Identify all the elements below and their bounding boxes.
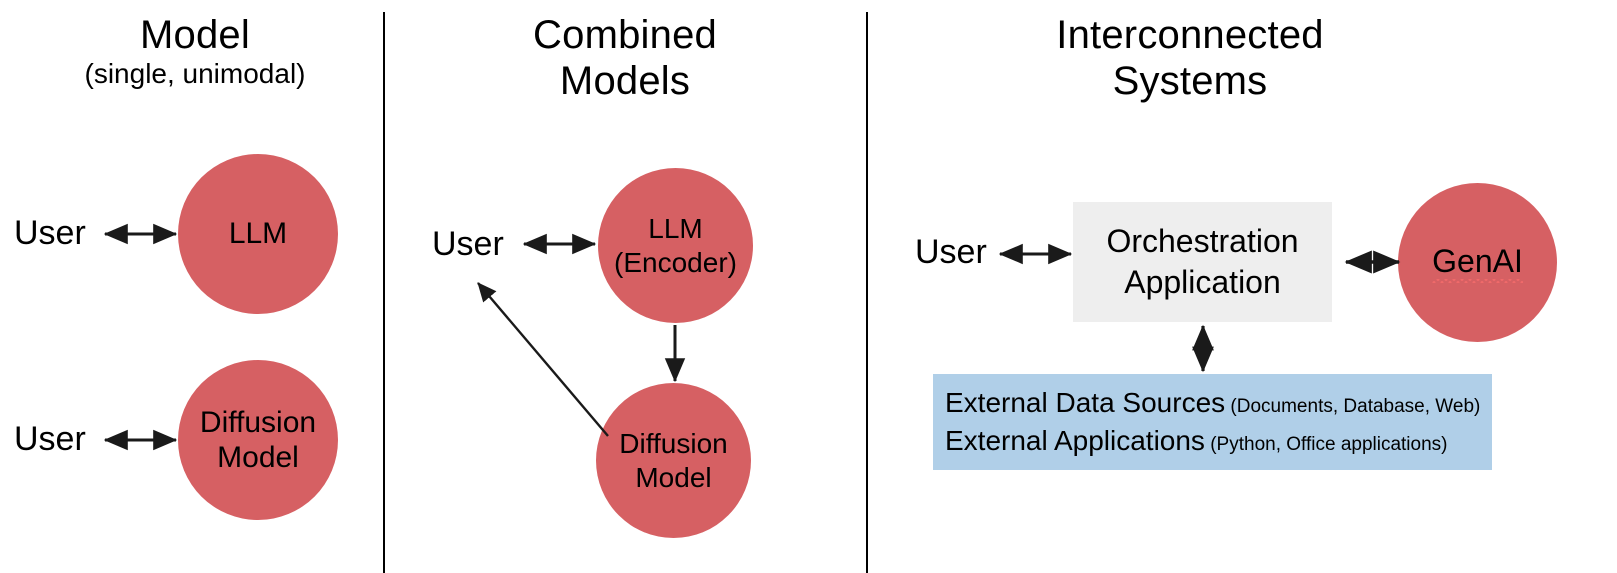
external-applications-detail: (Python, Office applications)	[1210, 434, 1448, 455]
node-genai-label: GenAI	[1432, 243, 1523, 284]
column-header-combined: Combined Models	[400, 12, 850, 104]
node-llm-encoder-label: LLM (Encoder)	[614, 213, 737, 278]
external-applications-title: External Applications	[945, 425, 1205, 456]
column-header-interconnected-title: Interconnected	[1056, 13, 1324, 57]
user-label-combined: User	[432, 225, 504, 263]
node-diffusion-combined: Diffusion Model	[596, 383, 751, 538]
node-llm-single: LLM	[178, 154, 338, 314]
external-row-applications: External Applications (Python, Office ap…	[945, 422, 1492, 460]
external-data-sources-title: External Data Sources	[945, 387, 1226, 419]
user-label-diffusion-single: User	[14, 420, 86, 458]
node-llm-single-label: LLM	[228, 217, 288, 251]
node-orchestration-application: Orchestration Application	[1073, 202, 1332, 322]
node-llm-encoder: LLM (Encoder)	[598, 168, 753, 323]
column-divider-2	[866, 12, 868, 573]
external-resources-box: External Data Sources (Documents, Databa…	[933, 374, 1492, 470]
node-orchestration-label-line2: Application	[1124, 264, 1281, 300]
column-header-model: Model (single, unimodal)	[20, 12, 370, 90]
column-header-model-title: Model	[140, 13, 250, 57]
column-header-interconnected: Interconnected Systems	[880, 12, 1500, 104]
user-label-llm-single: User	[14, 214, 86, 252]
column-header-interconnected-subtitle: Systems	[1112, 59, 1268, 103]
node-genai: GenAI	[1398, 183, 1557, 342]
node-diffusion-combined-label: Diffusion Model	[619, 428, 728, 493]
column-divider-1	[383, 12, 385, 573]
column-header-combined-title: Combined	[533, 13, 717, 57]
node-genai-label-text: GenAI	[1432, 243, 1523, 284]
user-label-interconnected: User	[915, 233, 987, 271]
column-header-combined-subtitle: Models	[559, 59, 691, 103]
node-orchestration-label-line1: Orchestration	[1106, 223, 1299, 260]
connector-diffusion-to-user	[477, 282, 609, 437]
external-data-sources-detail: (Documents, Database, Web)	[1230, 396, 1481, 418]
column-header-model-subtitle: (single, unimodal)	[84, 58, 306, 89]
node-diffusion-single: Diffusion Model	[178, 360, 338, 520]
external-row-data-sources: External Data Sources (Documents, Databa…	[945, 384, 1492, 422]
node-diffusion-single-label: Diffusion Model	[199, 405, 317, 474]
